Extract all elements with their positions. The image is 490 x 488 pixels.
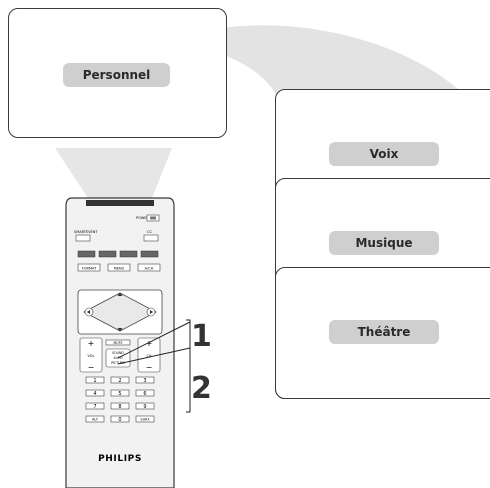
digit-keypad: 1 2 3 4 5 6 7 8 9 ALT 0 SURF [85,376,155,423]
digit-9: 9 [143,404,146,410]
remote-light-beam [55,148,172,198]
smart-event-label: SMARTEVENT [74,230,98,234]
submenu-option-musique[interactable]: Musique [329,231,439,255]
submenu-option-theatre-label: Théâtre [357,325,411,339]
step-number-2: 2 [191,371,212,406]
digit-key-4[interactable] [85,389,105,397]
digit-3: 3 [143,378,146,384]
alt-label: ALT [92,418,99,422]
volume-rocker[interactable] [79,337,103,373]
svg-text:−: − [88,363,95,372]
digit-4: 4 [93,391,96,397]
cc-button[interactable] [143,234,159,242]
submenu-option-voix-label: Voix [369,147,399,161]
ch-label: CH [146,354,151,358]
digit-5: 5 [118,391,121,397]
alt-button[interactable] [85,415,105,423]
svg-text:+: + [88,339,95,348]
digit-8: 8 [118,404,121,410]
step-2-leader-line [117,347,191,365]
vol-label: VOL [87,354,94,358]
left-arrow-icon[interactable] [87,310,90,314]
svg-text:+: + [146,339,153,348]
digit-key-6[interactable] [135,389,155,397]
svg-text:−: − [146,363,153,372]
mute-label: MUTE [113,341,122,345]
digit-1: 1 [93,378,96,384]
digit-2: 2 [118,378,121,384]
menu-label: MENU [114,267,125,271]
step-1-leader-line [117,321,191,359]
digit-key-7[interactable] [85,402,105,410]
menu-button[interactable] [107,263,131,272]
digit-6: 6 [143,391,146,397]
main-menu-panel: Personnel [8,8,227,138]
smart-event-button[interactable] [75,234,91,242]
ach-button[interactable] [137,263,161,272]
digit-0: 0 [118,417,121,423]
digit-key-8[interactable] [110,402,130,410]
cc-label: CC [147,230,152,234]
digit-key-1[interactable] [85,376,105,384]
format-button[interactable] [77,263,101,272]
mute-button[interactable] [105,339,131,346]
submenu-option-voix[interactable]: Voix [329,142,439,166]
step-bracket [186,319,191,413]
down-arrow-icon[interactable] [117,328,123,332]
sound-label: SOUND [112,351,124,355]
main-menu-option-label: Personnel [82,68,151,82]
red-key[interactable] [77,250,96,258]
up-arrow-icon[interactable] [117,292,123,297]
philips-brand-label: PHILIPS [98,454,142,464]
digit-key-5[interactable] [110,389,130,397]
green-key[interactable] [98,250,117,258]
digit-key-9[interactable] [135,402,155,410]
surf-label: SURF [140,418,149,422]
main-menu-option-pill[interactable]: Personnel [63,63,170,87]
format-label: FORMAT [82,267,97,271]
digit-key-3[interactable] [135,376,155,384]
submenu-option-theatre[interactable]: Théâtre [329,320,439,344]
ach-label: A/CH [145,267,154,271]
submenu-option-musique-label: Musique [355,236,413,250]
remote-control: POWER SMARTEVENT CC FORMAT MENU A/CH + V… [65,197,175,488]
digit-key-2[interactable] [110,376,130,384]
menu-transition-swoosh [172,25,470,101]
power-label: POWER [136,216,150,220]
digit-key-0[interactable] [110,415,130,423]
blue-key[interactable] [140,250,159,258]
step-number-1: 1 [191,319,212,354]
yellow-key[interactable] [119,250,138,258]
right-arrow-icon[interactable] [150,310,153,314]
surf-button[interactable] [135,415,155,423]
digit-7: 7 [93,404,96,410]
picture-label: PICTURE [111,361,125,365]
